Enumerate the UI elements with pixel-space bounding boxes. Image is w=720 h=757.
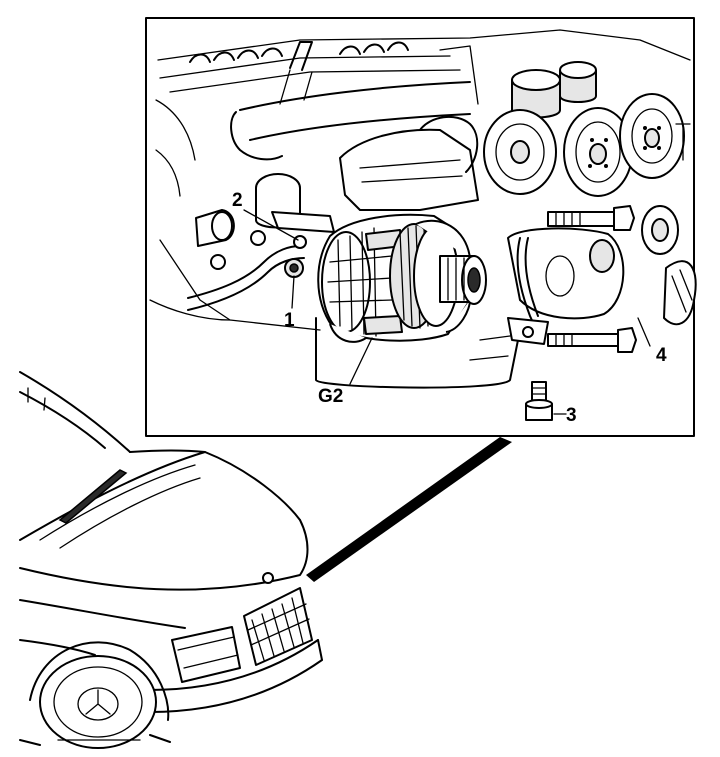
callout-2: 2 <box>232 190 243 211</box>
lower-mounting-bolt <box>547 327 637 353</box>
vertical-bolt <box>525 381 553 421</box>
pulley-group <box>483 61 697 326</box>
alternator-terminals <box>187 211 335 311</box>
leader-2 <box>243 209 299 241</box>
car-front-illustration <box>19 371 323 749</box>
callout-3: 3 <box>566 405 577 426</box>
engine-detail-panel: 2 1 G2 3 4 <box>145 17 697 437</box>
leader-4 <box>637 317 651 347</box>
engine-block <box>149 29 691 389</box>
callout-4: 4 <box>656 345 667 366</box>
leader-g2 <box>349 337 373 385</box>
pointer-line <box>306 437 512 582</box>
alternator-g2 <box>317 213 487 343</box>
upper-mounting-bolt <box>547 205 635 231</box>
callout-1: 1 <box>284 310 295 331</box>
leader-1 <box>291 275 295 309</box>
callout-g2: G2 <box>318 386 343 407</box>
